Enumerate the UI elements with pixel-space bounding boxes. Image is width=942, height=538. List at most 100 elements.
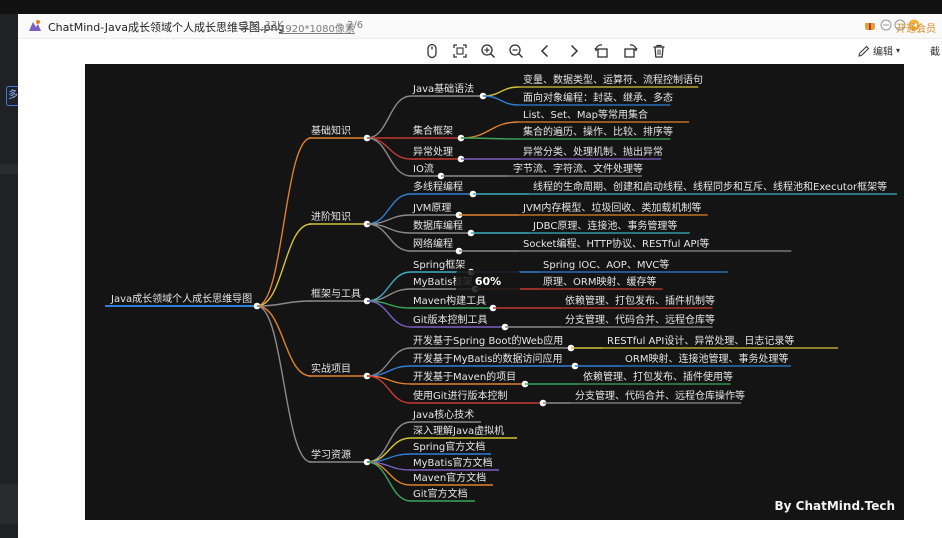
child-label: 网络编程	[413, 237, 453, 250]
rotate-right-icon	[624, 44, 638, 58]
file-size[interactable]: 331.33K	[242, 20, 284, 31]
child-label: 集合框架	[413, 124, 453, 137]
restore-icon[interactable]	[894, 19, 906, 31]
detail-connector	[460, 121, 520, 139]
child-connector	[366, 347, 412, 377]
edit-button[interactable]: 编辑 ▾	[858, 43, 900, 58]
file-title: ChatMind-Java成长领域个人成长思维导图.png	[48, 21, 285, 34]
child-label: Maven官方文档	[413, 471, 486, 484]
child-connector	[366, 421, 412, 463]
root-node-label: Java成长领域个人成长思维导图	[110, 292, 252, 305]
detail-label: 异常分类、处理机制、抛出异常	[523, 145, 663, 158]
detail-label: 分支管理、代码合并、远程仓库操作等	[575, 389, 745, 402]
branch-connector	[256, 223, 312, 307]
page-counter: 2/6	[347, 20, 364, 31]
detail-label: 面向对象编程：封装、继承、多态	[523, 91, 673, 104]
detail-label: 集合的遍历、操作、比较、排序等	[523, 125, 673, 138]
detail-label: 原理、ORM映射、缓存等	[543, 275, 656, 288]
next-image-button[interactable]	[564, 41, 584, 61]
left-tab[interactable]: 多	[6, 86, 19, 106]
rotate-right-button[interactable]	[620, 41, 640, 61]
child-label: 数据库编程	[413, 219, 463, 232]
child-label: 深入理解Java虚拟机	[413, 424, 504, 437]
child-label: Java基础语法	[412, 82, 474, 95]
detail-label: 分支管理、代码合并、远程仓库等	[565, 313, 715, 326]
mouse-icon	[427, 43, 437, 59]
top-dark-strip	[0, 0, 942, 14]
file-resolution[interactable]: 1920*1080像素	[279, 24, 355, 35]
branch-connector	[256, 305, 312, 463]
child-label: Spring官方文档	[413, 440, 485, 453]
image-viewer-window: ChatMind-Java成长领域个人成长思维导图.png 331.33K 19…	[18, 14, 942, 538]
child-label: Maven构建工具	[413, 294, 486, 307]
child-label: 使用Git进行版本控制	[413, 389, 507, 402]
zoom-out-button[interactable]	[506, 41, 526, 61]
watermark-label: By ChatMind.Tech	[775, 499, 895, 513]
branch-label: 学习资源	[311, 448, 351, 461]
previous-image-button[interactable]	[535, 41, 555, 61]
branch-connector	[256, 300, 312, 307]
child-connector	[366, 288, 412, 302]
detail-label: RESTful API设计、异常处理、日志记录等	[607, 334, 794, 347]
rotate-left-icon	[594, 44, 608, 58]
zoom-in-icon	[481, 44, 495, 58]
detail-label: 依赖管理、打包发布、插件机制等	[565, 294, 715, 307]
zoom-in-button[interactable]	[478, 41, 498, 61]
child-label: Java核心技术	[412, 408, 474, 421]
detail-label: 变量、数据类型、运算符、流程控制语句	[523, 73, 703, 86]
detail-connector	[460, 137, 520, 140]
branch-label: 实战项目	[311, 362, 351, 375]
detail-label: List、Set、Map等常用集合	[523, 108, 648, 121]
mouse-mode-button[interactable]	[422, 41, 442, 61]
detail-label: 线程的生命周期、创建和启动线程、线程同步和互斥、线程池和Executor框架等	[533, 180, 887, 193]
viewer-title-bar: ChatMind-Java成长领域个人成长思维导图.png 331.33K 19…	[18, 14, 942, 39]
screenshot-label: 截	[930, 47, 940, 58]
child-connector	[366, 461, 412, 502]
branch-connector	[256, 137, 312, 307]
gift-icon[interactable]	[864, 19, 876, 31]
vip-crown-icon[interactable]	[908, 19, 920, 31]
minimize-icon[interactable]	[880, 19, 892, 31]
branch-connector	[256, 305, 312, 377]
detail-label: JDBC原理、连接池、事务管理等	[532, 219, 677, 232]
left-panel-block	[0, 164, 18, 174]
child-label: 开发基于Maven的项目	[413, 370, 516, 383]
zoom-out-icon	[509, 44, 523, 58]
detail-label: Socket编程、HTTP协议、RESTful API等	[523, 237, 709, 250]
rotate-left-button[interactable]	[592, 41, 612, 61]
branch-label: 框架与工具	[311, 287, 361, 300]
branch-label: 基础知识	[311, 124, 351, 137]
branch-label: 进阶知识	[311, 210, 351, 223]
child-label: 开发基于Spring Boot的Web应用	[413, 334, 563, 347]
left-background-panel: 多	[0, 14, 19, 538]
chevron-left-icon	[540, 44, 549, 58]
detail-label: 字节流、字符流、文件处理等	[513, 162, 643, 175]
child-label: Git版本控制工具	[413, 313, 487, 326]
edit-label: 编辑	[873, 47, 893, 58]
chevron-right-icon	[570, 44, 579, 58]
detail-connector	[482, 86, 520, 97]
chatmind-app-icon	[29, 20, 41, 31]
child-label: 多线程编程	[413, 180, 463, 193]
child-connector	[366, 95, 412, 139]
child-label: IO流	[413, 162, 434, 175]
child-connector	[366, 223, 412, 252]
left-panel-block	[0, 484, 18, 524]
child-label: Git官方文档	[413, 487, 467, 500]
fit-screen-icon	[453, 44, 467, 58]
open-vip-link[interactable]: 开通会员	[896, 24, 936, 35]
child-label: 异常处理	[413, 145, 453, 158]
child-label: Spring框架	[413, 258, 465, 271]
fit-screen-button[interactable]	[450, 41, 470, 61]
child-label: JVM原理	[412, 202, 451, 214]
child-label: MyBatis官方文档	[413, 456, 492, 469]
screenshot-button[interactable]: 截	[930, 43, 942, 58]
child-label: 开发基于MyBatis的数据访问应用	[413, 352, 562, 365]
child-connector	[366, 300, 412, 328]
detail-label: ORM映射、连接池管理、事务处理等	[625, 352, 788, 365]
delete-button[interactable]	[649, 41, 669, 61]
dropdown-arrow-icon: ▾	[896, 46, 901, 55]
zoom-indicator: 60%	[456, 270, 520, 294]
detail-connector	[482, 95, 520, 106]
trash-icon	[653, 44, 665, 58]
